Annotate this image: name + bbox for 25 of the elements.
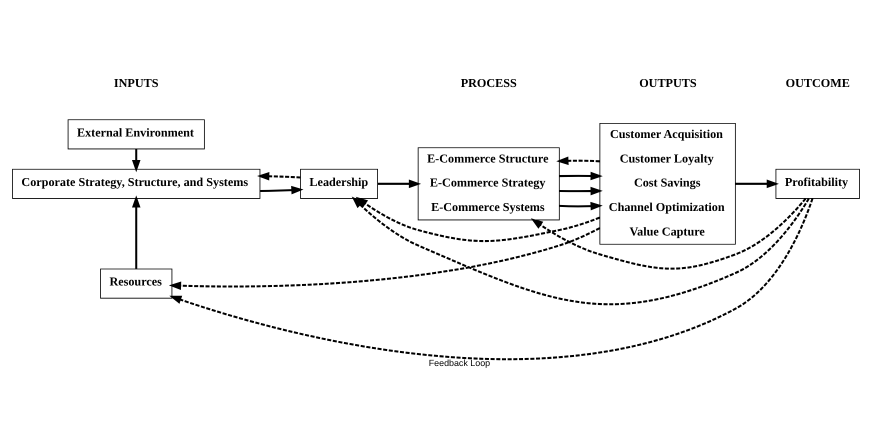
label: INPUTS bbox=[114, 75, 159, 90]
arrow bbox=[169, 198, 814, 360]
node-box: Resources bbox=[100, 268, 172, 298]
arrow bbox=[168, 226, 600, 290]
arrow bbox=[559, 186, 603, 195]
node-box: Leadership bbox=[300, 168, 378, 198]
node-box: External Environment bbox=[68, 118, 205, 149]
arrow bbox=[132, 148, 140, 172]
arrow bbox=[559, 171, 603, 180]
arrow bbox=[378, 179, 422, 188]
node-box: Customer Acquisition Customer Loyalty Cost Savings Channel Optimization Value Capture bbox=[599, 122, 736, 244]
edge-label: Feedback Loop bbox=[428, 358, 490, 368]
node-box: E-Commerce Structure E-Commerce Strategy E-Commerce Systems bbox=[418, 146, 560, 220]
arrow bbox=[132, 194, 140, 268]
arrow bbox=[559, 201, 603, 210]
arrow bbox=[556, 156, 600, 165]
arrow bbox=[530, 197, 806, 270]
label: OUTPUTS bbox=[639, 75, 697, 90]
label: PROCESS bbox=[460, 75, 517, 90]
node-box: Corporate Strategy, Structure, and Systems bbox=[12, 168, 260, 198]
label: OUTCOME bbox=[786, 75, 850, 90]
arrow bbox=[257, 172, 300, 180]
arrow bbox=[736, 179, 779, 188]
arrow bbox=[260, 185, 304, 194]
node-box: Profitability bbox=[776, 168, 860, 198]
